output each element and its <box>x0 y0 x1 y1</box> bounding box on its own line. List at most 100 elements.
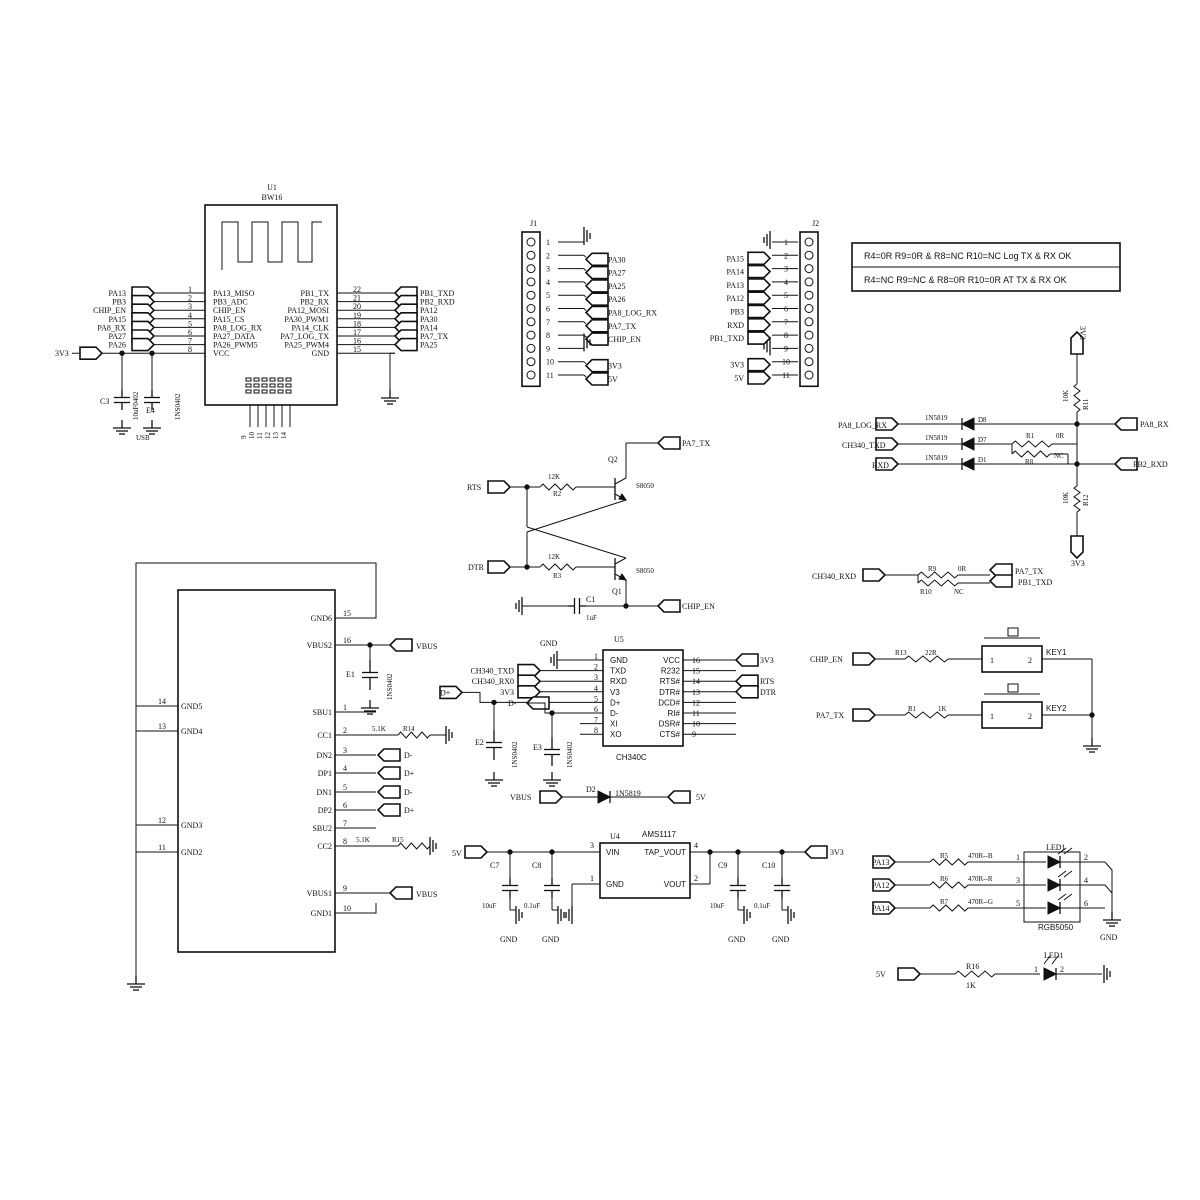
dtr-flag <box>487 560 512 574</box>
d7-part: 1N5819 <box>925 434 948 442</box>
u1-pin-number: 16 <box>353 337 361 346</box>
r15-ref: R15 <box>392 836 404 844</box>
vbus2-flag <box>388 638 413 652</box>
g-j2-net-label: 3V3 <box>730 361 744 370</box>
q1-ref: Q1 <box>612 587 622 596</box>
r16-value: 1K <box>966 981 976 990</box>
g-j1-pin-wire <box>583 268 587 271</box>
ch340-rxd-label: CH340_RXD <box>812 572 856 581</box>
u5-pin-number: 4 <box>594 684 598 693</box>
u1-net-label: PA30 <box>420 315 438 324</box>
diode-body <box>960 417 975 431</box>
g-j2-net-flag <box>747 264 772 279</box>
usb-pin-number: 15 <box>343 609 351 618</box>
u5-pin-name: XI <box>610 720 618 729</box>
g-j2-net-flag <box>747 331 772 345</box>
u5-dplus-label: D+ <box>440 688 451 697</box>
u4-capacitor <box>774 878 790 898</box>
config-note-line: R4=0R R9=0R & R8=NC R10=NC Log TX & RX O… <box>864 251 1071 261</box>
g-j1-pin-circle <box>526 277 536 287</box>
rgb-pin-out: 2 <box>1084 853 1088 862</box>
g-j1-pin-wire <box>583 308 587 311</box>
g-j1-pin-number: 9 <box>546 344 550 353</box>
g-j2-net-label: PA13 <box>727 281 745 290</box>
d2-diode <box>597 790 612 804</box>
d1-in-label: RXD <box>872 461 889 470</box>
usb-data-label: D- <box>404 751 413 760</box>
g-j1-net-label: CHIP_EN <box>608 335 641 344</box>
u1-pin-name: PA26_PWM5 <box>213 341 258 350</box>
rgb-r-ref: R7 <box>940 898 949 906</box>
u1-antenna-trace <box>221 221 322 270</box>
e3-ref: E3 <box>533 743 542 752</box>
d8-part: 1N5819 <box>925 414 948 422</box>
key1-pin2: 2 <box>1028 656 1032 665</box>
usb-pin-name: GND6 <box>311 614 332 623</box>
d8-in-label: PA8_LOG_RX <box>838 421 887 430</box>
u5-pin-number: 11 <box>692 709 700 718</box>
u5-gnd-label: GND <box>540 639 558 648</box>
u1-gnd-label: USB <box>136 434 150 442</box>
pled-ref: LED1 <box>1044 951 1064 960</box>
u4-gnd-label: GND <box>542 935 560 944</box>
pb1-txd-label-2: PB1_TXD <box>1018 578 1052 587</box>
usb-pin-number: 13 <box>158 722 166 731</box>
g-j2-pin-circle <box>804 304 814 313</box>
g-j1-pin-wire <box>583 254 587 258</box>
rgb-net-label: PA12 <box>872 881 890 890</box>
g-j1-net-flag <box>584 332 609 346</box>
g-j1-ref: J1 <box>530 219 537 228</box>
u1-pin-name: PA30_PWM1 <box>284 315 329 324</box>
rgb-light-ray <box>1063 870 1073 878</box>
r15-ground <box>429 837 437 855</box>
d7-ref: D7 <box>978 436 987 444</box>
u4-cap-value: 10uF <box>482 902 497 910</box>
g-j1-pin-wire <box>583 321 587 325</box>
r-key2-value: 1K <box>938 705 947 713</box>
pled-ground <box>1103 965 1111 983</box>
e4-ground <box>143 420 161 435</box>
diodes-3v3-label: 3V3 <box>1078 326 1087 340</box>
usb-pin-name: CC1 <box>317 731 332 740</box>
rgb-light-ray <box>1057 893 1067 901</box>
rgb-pin-out: 4 <box>1084 876 1088 885</box>
pled-5v-label: 5V <box>876 970 886 979</box>
rgb-r-value: 470R--R <box>968 875 993 883</box>
u5-pin-name: VCC <box>663 656 680 665</box>
u5-pin-name: TXD <box>610 667 626 676</box>
rgb-light-ray <box>1063 847 1073 855</box>
g-j1-pin-number: 5 <box>546 291 550 300</box>
c1-value: 1uF <box>586 614 597 622</box>
pb2-rxd-flag <box>1113 457 1138 471</box>
usb-data-label: D+ <box>404 769 415 778</box>
vbus1-flag <box>388 886 413 900</box>
u1-net-label: CHIP_EN <box>93 306 126 315</box>
u4-capacitor <box>730 878 746 898</box>
q2-collector-leg <box>614 477 627 485</box>
g-j2-pin-circle <box>804 330 814 340</box>
chip-en-key-label: CHIP_EN <box>810 655 843 664</box>
u1-pin-number: 4 <box>188 311 192 320</box>
u1-pin-number: 18 <box>353 319 361 328</box>
u5-net-flag <box>734 684 759 699</box>
usb-pin-name: VBUS1 <box>307 889 332 898</box>
u4-part: AMS1117 <box>642 830 676 839</box>
r14-ground <box>445 726 453 744</box>
rgb-ref: LED1 <box>1046 843 1066 852</box>
r8-ref: R8 <box>1025 458 1034 466</box>
u1-bottom-pin-number: 12 <box>264 432 272 440</box>
q1-collector-leg <box>614 557 627 565</box>
u1-bottom-pin-number: 11 <box>256 432 264 439</box>
usb-data-flag <box>376 803 401 817</box>
usb-pin-name: DN1 <box>316 788 332 797</box>
rts-flag <box>487 480 512 494</box>
g-j2-pin-circle <box>804 343 814 353</box>
u1-pin-number: 22 <box>353 285 361 294</box>
j2-header: J212PA153PA144PA135PA126PB37RXD8PB1_TXD9… <box>710 219 819 388</box>
vbus1-label: VBUS <box>416 890 437 899</box>
u1-pin-number: 3 <box>188 302 192 311</box>
r13-ref: R13 <box>895 649 907 657</box>
chip-en-junction <box>623 603 629 609</box>
e2-ground <box>485 772 503 787</box>
